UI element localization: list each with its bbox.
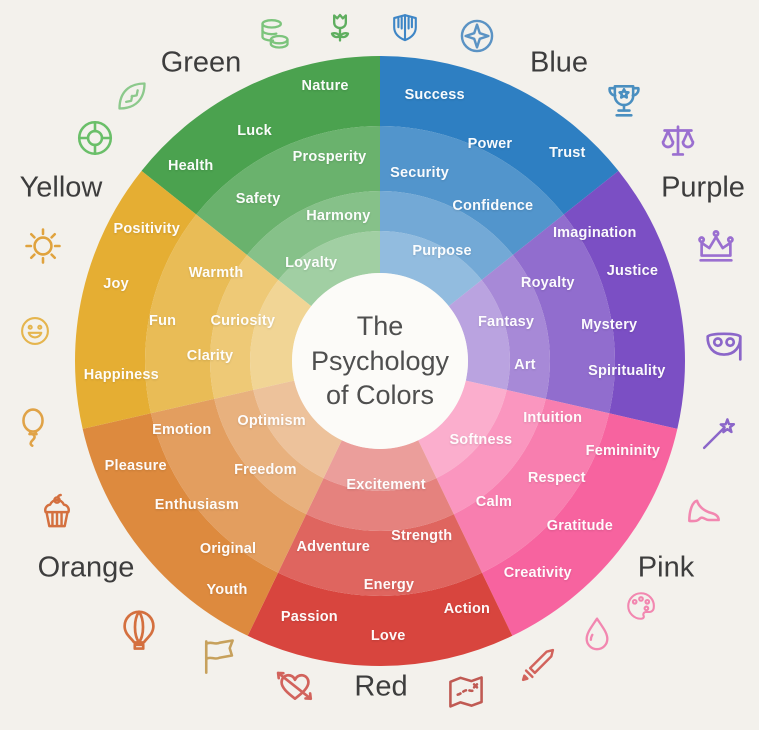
segment-yellow-ring-1 <box>74 170 197 429</box>
segment-red-ring-3 <box>306 478 454 532</box>
segment-pink-ring-4 <box>418 380 507 479</box>
crown-icon <box>693 222 739 268</box>
segment-yellow-ring-4 <box>249 279 312 390</box>
segment-orange-ring-1 <box>82 413 279 636</box>
compass-icon <box>456 15 498 57</box>
shield-icon <box>387 11 423 47</box>
palette-icon <box>623 588 659 624</box>
segment-blue-ring-3 <box>380 191 513 280</box>
segment-red-ring-4 <box>323 440 437 491</box>
segment-purple-ring-1 <box>563 170 685 429</box>
leaf-icon <box>112 76 152 116</box>
segment-label-blue: Blue <box>529 46 589 79</box>
segment-pink-ring-1 <box>481 413 678 636</box>
sun-icon <box>21 224 65 268</box>
trophy-icon <box>602 79 646 123</box>
coins-icon <box>255 13 295 53</box>
segment-red-ring-1 <box>247 572 513 666</box>
segment-blue-ring-4 <box>380 231 482 307</box>
segment-green-ring-3 <box>247 191 380 280</box>
magic-wand-icon <box>698 412 740 454</box>
segment-label-yellow: Yellow <box>19 171 103 204</box>
mask-icon <box>701 322 747 368</box>
segment-green-ring-1 <box>141 56 380 215</box>
high-heel-icon <box>682 487 726 531</box>
wheel-center-circle <box>292 273 468 449</box>
segment-purple-ring-3 <box>481 255 550 399</box>
wheel-title-line-2: Psychology <box>310 345 450 376</box>
segment-label-purple: Purple <box>661 171 745 204</box>
balloon-icon <box>11 405 55 449</box>
heart-arrow-icon <box>272 663 318 709</box>
segment-green-ring-4 <box>278 231 380 307</box>
segment-orange-ring-2 <box>150 398 307 573</box>
wheel-title-line-1: The <box>356 311 404 342</box>
segment-pink-ring-2 <box>453 398 610 573</box>
segment-label-red: Red <box>354 670 408 703</box>
segment-purple-ring-2 <box>512 214 615 414</box>
smiley-icon <box>17 313 53 349</box>
flag-icon <box>198 635 242 679</box>
hot-air-balloon-icon <box>116 607 162 653</box>
segment-orange-ring-3 <box>214 389 324 515</box>
life-ring-icon <box>73 116 117 160</box>
wheel-title-line-3: of Colors <box>325 380 435 411</box>
segment-label-pink: Pink <box>637 551 695 584</box>
segment-purple-ring-4 <box>448 279 511 390</box>
segment-yellow-ring-3 <box>210 255 279 399</box>
segment-yellow-ring-2 <box>145 214 248 414</box>
segment-green-ring-2 <box>196 126 380 256</box>
sword-icon <box>517 644 559 686</box>
segment-blue-ring-1 <box>380 56 619 215</box>
flower-icon <box>320 8 360 48</box>
cupcake-icon <box>36 492 78 534</box>
segment-pink-ring-3 <box>436 389 546 515</box>
water-drop-icon <box>577 614 617 654</box>
scales-icon <box>655 119 701 165</box>
map-icon <box>444 669 488 713</box>
segment-red-ring-2 <box>278 514 482 596</box>
segment-blue-ring-2 <box>380 126 564 256</box>
wheel-title: The Psychology of Colors <box>311 309 449 413</box>
segment-label-green: Green <box>160 46 242 79</box>
segment-orange-ring-4 <box>253 380 342 479</box>
segment-label-orange: Orange <box>37 551 135 584</box>
